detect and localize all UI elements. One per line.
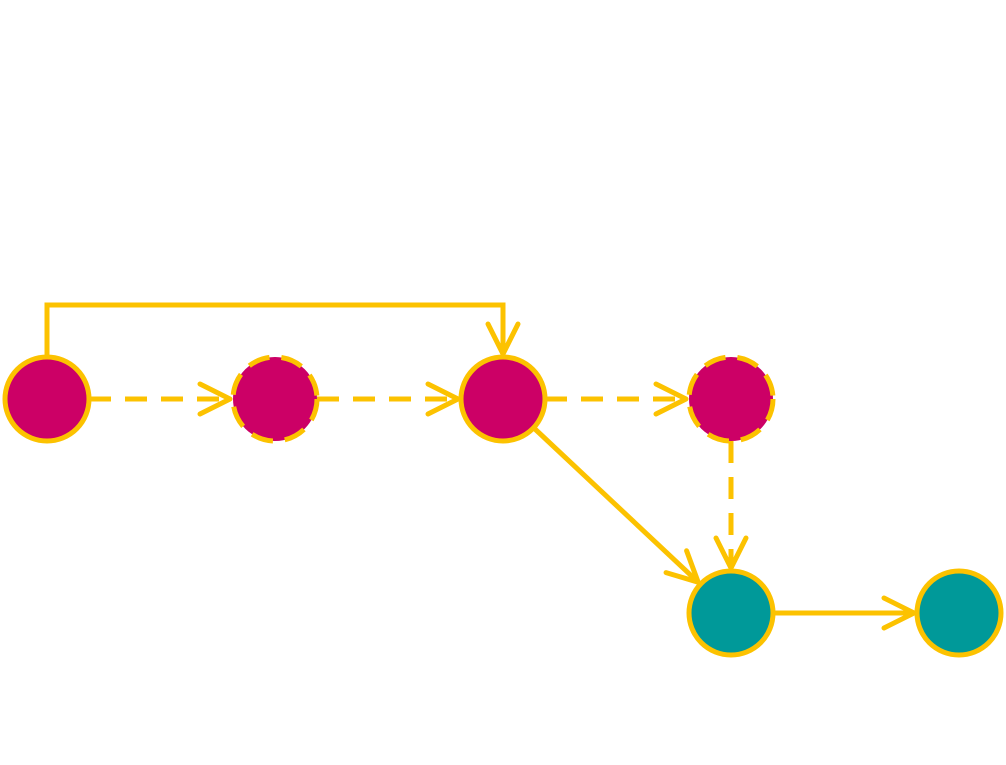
edge-line (44, 302, 506, 357)
arrow-head-icon (425, 381, 461, 417)
nodes-layer (2, 354, 1004, 658)
edge-n1-to-n3 (44, 302, 521, 357)
node-n2 (230, 354, 320, 444)
arrow-head-icon (713, 535, 749, 571)
edge-n2-to-n3 (317, 381, 461, 417)
edge-line (531, 425, 700, 585)
node-n6 (914, 568, 1004, 658)
node-n5 (686, 568, 776, 658)
arrow-head-icon (881, 595, 917, 631)
arrow-head-icon (197, 381, 233, 417)
node-n1 (2, 354, 92, 444)
node-n3 (458, 354, 548, 444)
node-n4 (686, 354, 776, 444)
arrow-head-icon (485, 321, 521, 357)
edge-n1-to-n2 (89, 381, 233, 417)
edges-layer (44, 302, 917, 631)
edge-n4-to-n5 (713, 441, 749, 571)
edge-n5-to-n6 (773, 595, 917, 631)
arrow-head-icon (653, 381, 689, 417)
arrow-head-icon (663, 548, 701, 585)
edge-n3-to-n5 (531, 425, 701, 585)
edge-n3-to-n4 (545, 381, 689, 417)
